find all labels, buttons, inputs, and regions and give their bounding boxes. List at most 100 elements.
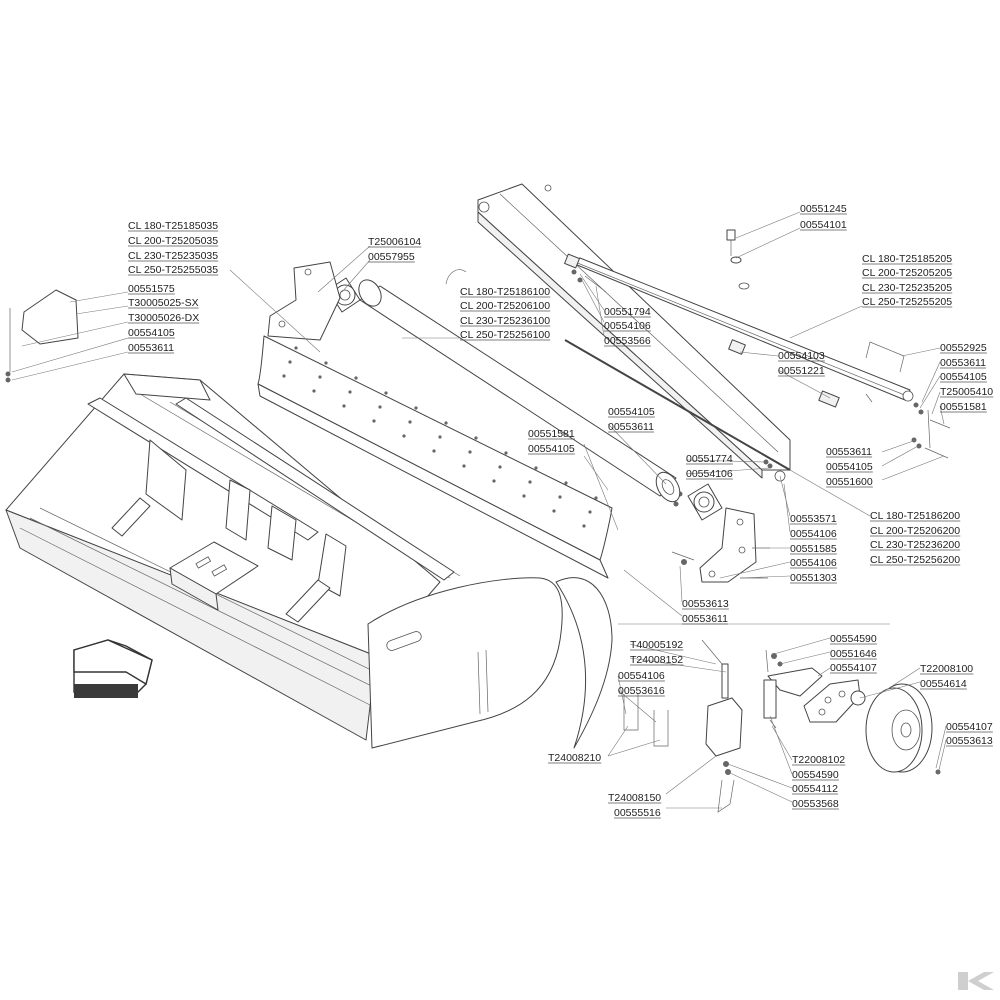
label-00554107-wheel: 00554107	[946, 721, 993, 733]
label-00554614: 00554614	[920, 678, 967, 690]
label-00555516: 00555516	[614, 807, 661, 819]
label-group-plate-bolts: 00553613 00553611	[682, 598, 729, 625]
hood-hole	[588, 510, 592, 514]
label-cl200-shaft: CL 200-T25206200	[870, 525, 960, 537]
hood-hole	[522, 494, 526, 498]
label-00553611-plate: 00553611	[682, 613, 728, 625]
label-underlines	[128, 213, 994, 819]
label-00554103: 00554103	[778, 350, 825, 362]
label-t22008102: T22008102	[792, 754, 845, 766]
label-cl250-shaft: CL 250-T25256200	[870, 554, 960, 566]
label-t30005025-sx: T30005025-SX	[128, 297, 199, 309]
hood-hole	[474, 436, 478, 440]
label-00554106-rb2: 00554106	[790, 557, 837, 569]
label-cl230-roller: CL 230-T25236100	[460, 315, 550, 327]
hood-hole	[438, 435, 442, 439]
label-group-top-bolt: 00551245 00554101	[800, 203, 847, 231]
brand-logo-watermark	[958, 972, 994, 990]
label-cl250-beam: CL 250-T25255205	[862, 296, 952, 308]
label-cl250-hood: CL 250-T25255035	[128, 264, 218, 276]
label-group-roller: CL 180-T25186100 CL 200-T25206100 CL 230…	[460, 286, 550, 341]
label-00554105-rm: 00554105	[826, 461, 873, 473]
label-group-bearing: 00551774 00554106	[686, 453, 733, 480]
label-cl200-hood: CL 200-T25205035	[128, 235, 218, 247]
label-group-drum-end: 00554105 00553611	[608, 406, 655, 433]
hood-hole	[342, 404, 346, 408]
label-group-beam: CL 180-T25185205 CL 200-T25205205 CL 230…	[862, 253, 952, 308]
bolts-top	[571, 229, 951, 507]
label-00551221: 00551221	[778, 365, 825, 377]
hood-hole	[372, 419, 376, 423]
label-group-wheel-bolt: 00554107 00553613	[946, 721, 993, 747]
hood-hole	[402, 434, 406, 438]
label-group-wheel: T22008100 00554614	[920, 663, 973, 690]
label-group-right-top: 00552925 00553611 00554105 T25005410 005…	[940, 342, 993, 413]
label-00554105-hook: 00554105	[528, 443, 575, 455]
label-00554105-rt: 00554105	[940, 371, 987, 383]
label-00554105-drum: 00554105	[608, 406, 655, 418]
part-labels: CL 180-T25185035 CL 200-T25205035 CL 230…	[128, 203, 993, 819]
label-00554105-left: 00554105	[128, 327, 175, 339]
label-t24008150: T24008150	[608, 792, 661, 804]
main-tray-body	[5, 373, 461, 741]
label-group-plate: T25006104 00557955	[368, 236, 421, 263]
label-00551794: 00551794	[604, 306, 651, 318]
shaft-rod	[564, 339, 791, 471]
label-00554106-tube: 00554106	[604, 320, 651, 332]
hood-plate	[257, 335, 613, 579]
hood-hole	[444, 421, 448, 425]
leader-lines	[11, 211, 947, 809]
label-00551581-rt: 00551581	[940, 401, 987, 413]
label-00554107-top: 00554107	[830, 662, 877, 674]
label-00554590-top: 00554590	[830, 633, 877, 645]
label-cl230-beam: CL 230-T25235205	[862, 282, 952, 294]
label-00553613-wheel: 00553613	[946, 735, 993, 747]
label-00551600: 00551600	[826, 476, 873, 488]
label-cl230-hood: CL 230-T25235035	[128, 250, 218, 262]
label-00552925: 00552925	[940, 342, 987, 354]
wheel-assembly	[623, 639, 941, 813]
label-group-chain: T24008150 00555516	[608, 792, 661, 819]
label-cl200-roller: CL 200-T25206100	[460, 300, 550, 312]
hood-holes	[282, 346, 598, 528]
label-cl230-shaft: CL 230-T25236200	[870, 539, 960, 551]
label-00553611-left: 00553611	[128, 342, 174, 354]
hood-hole	[582, 524, 586, 528]
label-00554112: 00554112	[792, 783, 838, 795]
label-00551646: 00551646	[830, 648, 877, 660]
hood-hole	[378, 405, 382, 409]
label-00551303: 00551303	[790, 572, 837, 584]
hood-hole	[552, 509, 556, 513]
label-00551581-hook: 00551581	[528, 428, 575, 440]
label-00553566: 00553566	[604, 335, 651, 347]
hood-hole	[318, 375, 322, 379]
label-t25006104: T25006104	[368, 236, 421, 248]
hood-hole	[462, 464, 466, 468]
label-00553611-drum: 00553611	[608, 421, 654, 433]
label-00553616: 00553616	[618, 685, 665, 697]
label-t24008210: T24008210	[548, 752, 601, 764]
label-cl180-beam: CL 180-T25185205	[862, 253, 952, 265]
label-t25005410: T25005410	[940, 386, 993, 398]
label-cl180-shaft: CL 180-T25186200	[870, 510, 960, 522]
hood-hole	[324, 361, 328, 365]
hood-hole	[492, 479, 496, 483]
label-t30005026-dx: T30005026-DX	[128, 312, 199, 324]
label-00551245: 00551245	[800, 203, 847, 215]
hood-hole	[294, 346, 298, 350]
label-00553568: 00553568	[792, 798, 839, 810]
hood-hole	[564, 481, 568, 485]
hood-hole	[408, 420, 412, 424]
hood-hole	[414, 406, 418, 410]
direction-arrow-icon	[73, 639, 153, 698]
left-bracket-plate	[267, 261, 341, 341]
hood-hole	[468, 450, 472, 454]
label-group-shaft: CL 180-T25186200 CL 200-T25206200 CL 230…	[870, 510, 960, 566]
hood-hole	[282, 374, 286, 378]
label-00551774: 00551774	[686, 453, 733, 465]
label-group-hood: CL 180-T25185035 CL 200-T25205035 CL 230…	[128, 220, 218, 276]
label-group-right-bracket: 00553571 00554106 00551585 00554106 0055…	[790, 513, 837, 584]
label-group-support: T22008102 00554590 00554112 00553568	[792, 754, 845, 810]
hood-hole	[558, 495, 562, 499]
